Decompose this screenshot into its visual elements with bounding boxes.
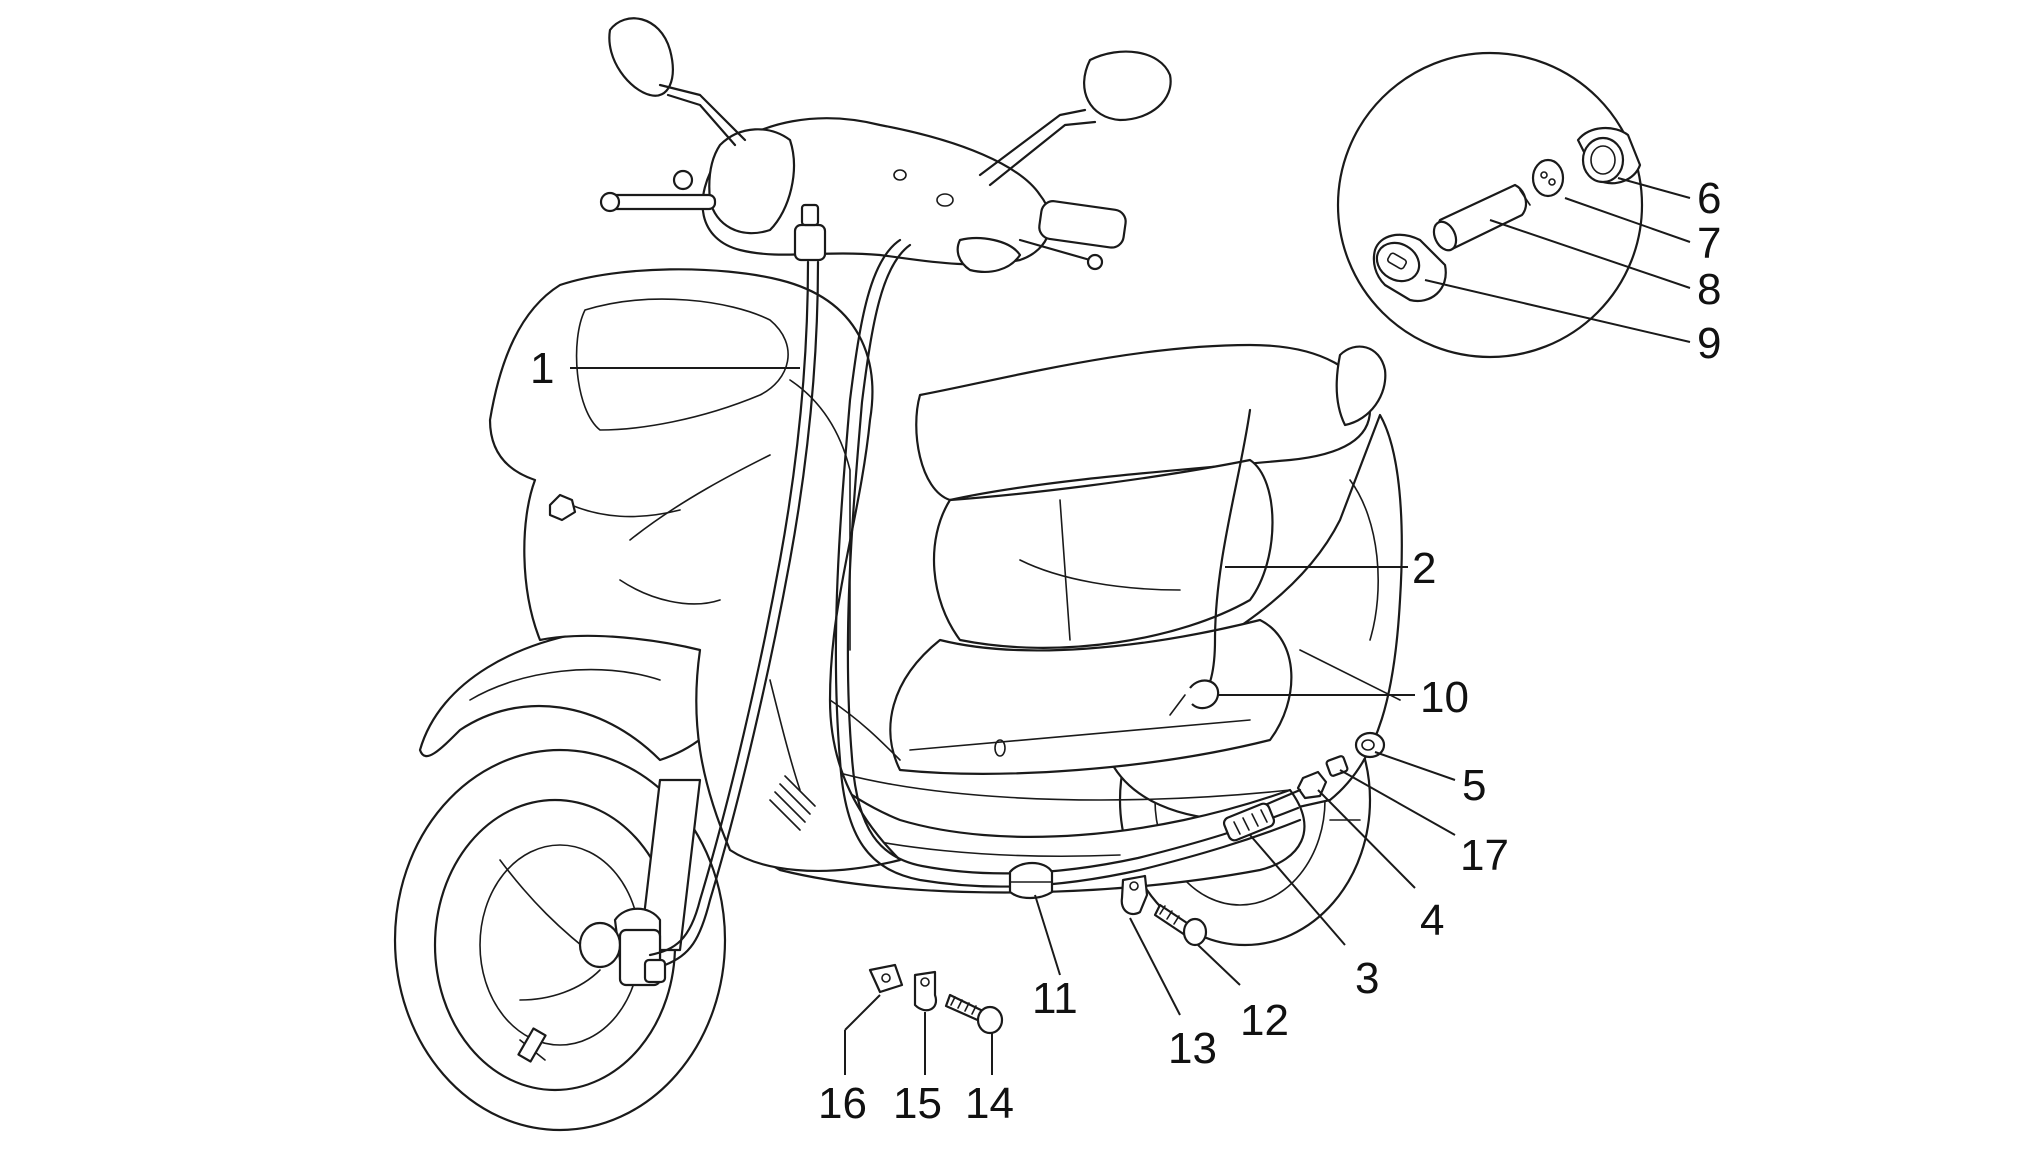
- part-3-spring: [1222, 788, 1302, 842]
- part-9-lock-body: [1372, 233, 1447, 303]
- part-15-bracket: [913, 970, 938, 1012]
- callout-2: 2: [1412, 544, 1436, 593]
- callout-6: 6: [1697, 174, 1721, 223]
- part-13-bracket: [1120, 874, 1149, 916]
- callout-14: 14: [965, 1079, 1014, 1128]
- handlebar-cover: [701, 117, 1052, 273]
- handlebars: [599, 169, 1127, 271]
- callout-4: 4: [1420, 896, 1444, 945]
- lock-detail-inset: [1336, 51, 1644, 359]
- callout-8: 8: [1697, 265, 1721, 314]
- callout-12: 12: [1240, 996, 1289, 1045]
- callout-9: 9: [1697, 319, 1721, 368]
- callout-5: 5: [1462, 761, 1486, 810]
- left-mirror: [608, 17, 747, 147]
- part-12-bolt: [1153, 903, 1208, 947]
- callout-7: 7: [1697, 219, 1721, 268]
- front-mudguard: [418, 628, 732, 762]
- callout-10: 10: [1420, 673, 1469, 722]
- part-7-washer: [1531, 158, 1565, 198]
- part-6-bezel: [1576, 127, 1642, 185]
- part-11-clamp: [1008, 861, 1054, 900]
- callout-13: 13: [1168, 1024, 1217, 1073]
- part-10-clip: [1189, 679, 1220, 710]
- callout-1: 1: [530, 344, 554, 393]
- cable-1: [648, 203, 827, 967]
- center-body: [889, 458, 1293, 775]
- part-16-clip: [868, 963, 904, 994]
- part-8-lock-barrel: [1432, 183, 1531, 252]
- right-mirror: [978, 50, 1172, 187]
- front-fork: [578, 778, 702, 987]
- callout-11: 11: [1032, 974, 1078, 1023]
- callout-17: 17: [1460, 831, 1509, 880]
- part-14-bolt: [944, 993, 1004, 1035]
- part-5-cap: [1354, 731, 1386, 759]
- callout-16: 16: [818, 1079, 867, 1128]
- callout-15: 15: [893, 1079, 942, 1128]
- cable-body-route: [834, 238, 1302, 888]
- callout-labels: 1 2 3 4 5 6 7 8 9 10 11 12 13 14 15 16 1…: [530, 174, 1721, 1128]
- leader-lines: [570, 177, 1691, 1075]
- scooter-illustration: [393, 17, 1403, 1132]
- callout-3: 3: [1355, 954, 1379, 1003]
- vent-grille: [769, 775, 816, 831]
